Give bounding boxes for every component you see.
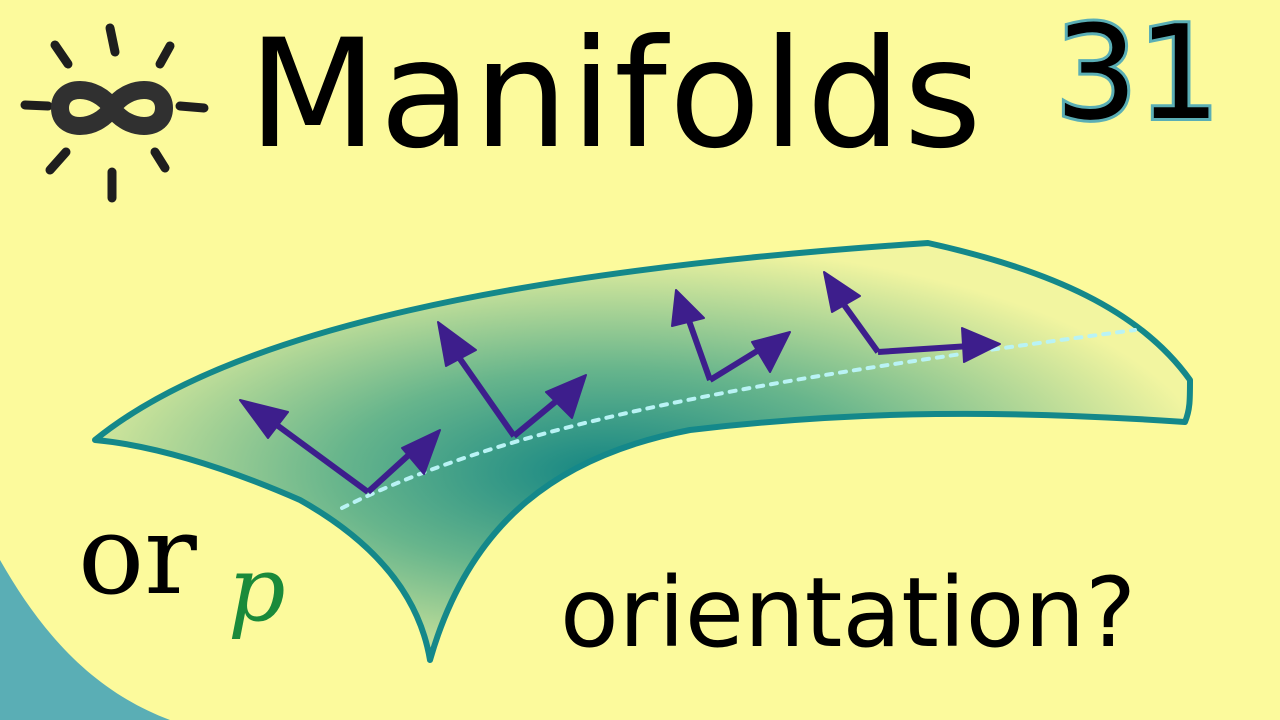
frame-arrows — [239, 271, 1001, 495]
question-text: orientation? — [560, 557, 1137, 669]
orientation-subscript: p — [228, 537, 286, 642]
episode-number: 31 — [1052, 0, 1223, 149]
corner-accent — [0, 560, 170, 720]
infinity-sun-icon — [20, 23, 209, 203]
video-title: Manifolds — [248, 8, 984, 182]
orientation-symbol: or — [78, 491, 197, 619]
